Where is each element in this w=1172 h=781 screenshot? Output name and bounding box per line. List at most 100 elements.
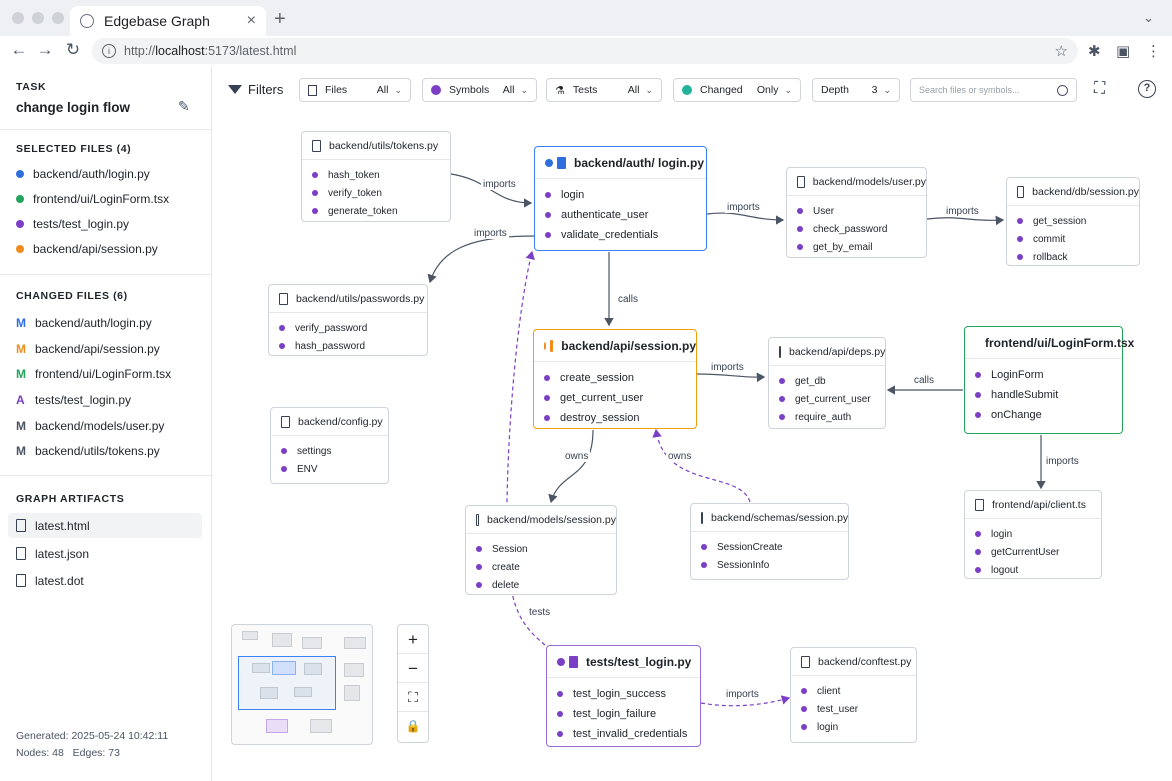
node-symbol[interactable]: test_login_failure	[557, 704, 700, 724]
new-tab-button[interactable]: +	[274, 8, 286, 30]
browser-menu-icon[interactable]: ⋮	[1146, 43, 1161, 60]
back-button[interactable]: ←	[10, 40, 28, 59]
node-symbol[interactable]: require_auth	[779, 408, 885, 426]
node-symbol[interactable]: login	[545, 185, 706, 205]
selected-file-item[interactable]: tests/test_login.py	[16, 217, 129, 231]
node-symbol[interactable]: login	[975, 525, 1101, 543]
fit-view-button[interactable]: ⛶	[398, 683, 428, 712]
node-symbol[interactable]: test_invalid_credentials	[557, 724, 700, 744]
node-symbol[interactable]: rollback	[1017, 248, 1139, 266]
window-controls[interactable]	[12, 12, 64, 24]
forward-button[interactable]: →	[36, 40, 54, 59]
search-input[interactable]: Search files or symbols...	[910, 78, 1077, 102]
edit-task-icon[interactable]: ✎	[178, 98, 190, 114]
artifact-latest-dot[interactable]: latest.dot	[8, 568, 202, 593]
close-tab-icon[interactable]: ×	[246, 12, 256, 29]
selected-file-item[interactable]: frontend/ui/LoginForm.tsx	[16, 192, 169, 206]
node-symbol[interactable]: create_session	[544, 368, 696, 388]
node-symbol[interactable]: Session	[476, 540, 616, 558]
node-symbol[interactable]: destroy_session	[544, 408, 696, 428]
graph-node-schemas[interactable]: backend/schemas/session.py SessionCreate…	[690, 503, 849, 580]
side-panel-icon[interactable]: ▣	[1116, 43, 1131, 60]
browser-tab[interactable]: Edgebase Graph ×	[70, 6, 266, 36]
node-symbol[interactable]: login	[801, 718, 916, 736]
node-symbol[interactable]: generate_token	[312, 202, 450, 220]
selected-file-item[interactable]: backend/auth/login.py	[16, 167, 150, 181]
node-symbol[interactable]: hash_token	[312, 166, 450, 184]
node-symbol[interactable]: client	[801, 682, 916, 700]
browser-chrome: Edgebase Graph × + ⌄ ← → ↻ i http://loca…	[0, 0, 1172, 66]
node-symbol[interactable]: delete	[476, 576, 616, 594]
minimap-viewport[interactable]	[238, 656, 336, 710]
node-symbol[interactable]: authenticate_user	[545, 205, 706, 225]
zoom-in-button[interactable]: +	[398, 625, 428, 654]
node-symbol[interactable]: User	[797, 202, 926, 220]
chevron-down-icon: ⌄	[645, 84, 653, 95]
node-symbol[interactable]: settings	[281, 442, 388, 460]
node-symbol[interactable]: getCurrentUser	[975, 543, 1101, 561]
node-symbol[interactable]: verify_token	[312, 184, 450, 202]
node-symbol[interactable]: handleSubmit	[975, 385, 1122, 405]
node-symbol[interactable]: SessionInfo	[701, 556, 848, 574]
artifact-latest-json[interactable]: latest.json	[8, 541, 202, 566]
node-symbol[interactable]: hash_password	[279, 337, 427, 355]
zoom-out-button[interactable]: −	[398, 654, 428, 683]
lock-button[interactable]: 🔒	[405, 719, 421, 733]
node-symbol[interactable]: get_current_user	[544, 388, 696, 408]
minimap[interactable]	[231, 624, 373, 745]
node-symbol[interactable]: create	[476, 558, 616, 576]
node-symbol[interactable]: LoginForm	[975, 365, 1122, 385]
node-symbol[interactable]: SessionCreate	[701, 538, 848, 556]
node-symbol[interactable]: get_session	[1017, 212, 1139, 230]
node-symbol[interactable]: ENV	[281, 460, 388, 478]
node-symbol[interactable]: onChange	[975, 405, 1122, 425]
node-symbol[interactable]: get_current_user	[779, 390, 885, 408]
node-symbol[interactable]: test_user	[801, 700, 916, 718]
node-symbol[interactable]: verify_password	[279, 319, 427, 337]
bookmark-star-icon[interactable]: ☆	[1054, 43, 1068, 60]
node-symbol[interactable]: commit	[1017, 230, 1139, 248]
changed-files-heading: CHANGED FILES (6)	[16, 290, 128, 302]
extensions-icon[interactable]: ✱	[1088, 43, 1101, 60]
address-bar[interactable]: i http://localhost:5173/latest.html ☆	[92, 38, 1078, 64]
help-icon[interactable]: ?	[1138, 80, 1156, 98]
minimap-node	[266, 719, 288, 733]
artifact-latest-html[interactable]: latest.html	[8, 513, 202, 538]
node-symbol[interactable]: get_by_email	[797, 238, 926, 256]
node-symbol[interactable]: check_password	[797, 220, 926, 238]
node-symbol[interactable]: get_db	[779, 372, 885, 390]
tab-list-chevron-icon[interactable]: ⌄	[1143, 10, 1154, 25]
fullscreen-icon[interactable]: ⛶	[1094, 80, 1106, 97]
node-symbol[interactable]: logout	[975, 561, 1101, 579]
filters-button[interactable]: Filters	[228, 82, 283, 97]
graph-node-passwords[interactable]: backend/utils/passwords.py verify_passwo…	[268, 284, 428, 356]
node-symbol[interactable]: test_login_success	[557, 684, 700, 704]
selected-file-item[interactable]: backend/api/session.py	[16, 242, 158, 256]
reload-button[interactable]: ↻	[65, 40, 81, 59]
site-info-icon[interactable]: i	[102, 44, 116, 58]
node-symbol[interactable]: validate_credentials	[545, 225, 706, 245]
